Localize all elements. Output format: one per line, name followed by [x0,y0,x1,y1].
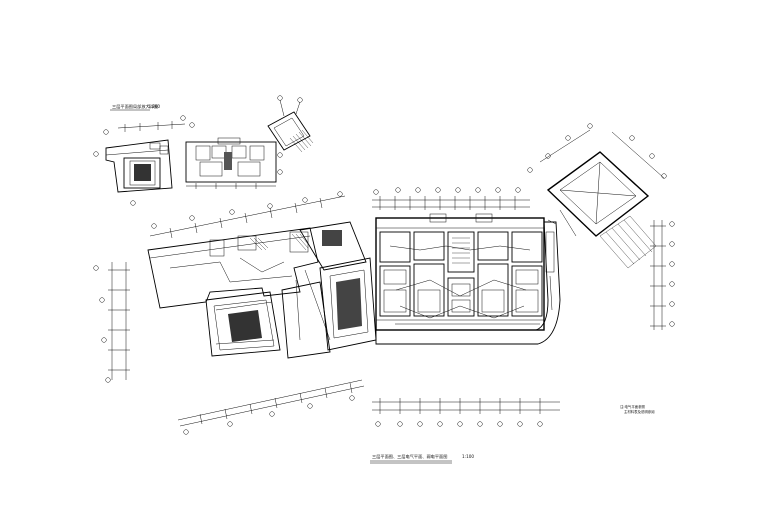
main-plan: 三层平面图、三层电气平面、弱电平面图 1:100 注:电气平面参照 主材料表及说… [93,123,675,464]
inset-plan: 三层平面图局部放大详图 1:200 [93,95,314,206]
note-line-1: 注:电气平面参照 [620,404,645,409]
main-title: 三层平面图、三层电气平面、弱电平面图 [372,453,447,460]
main-scale: 1:100 [462,454,474,459]
inset-title: 三层平面图局部放大详图 [112,103,158,110]
inset-scale: 1:200 [148,104,160,109]
note-line-2: 主材料表及说明参阅 [624,409,655,414]
